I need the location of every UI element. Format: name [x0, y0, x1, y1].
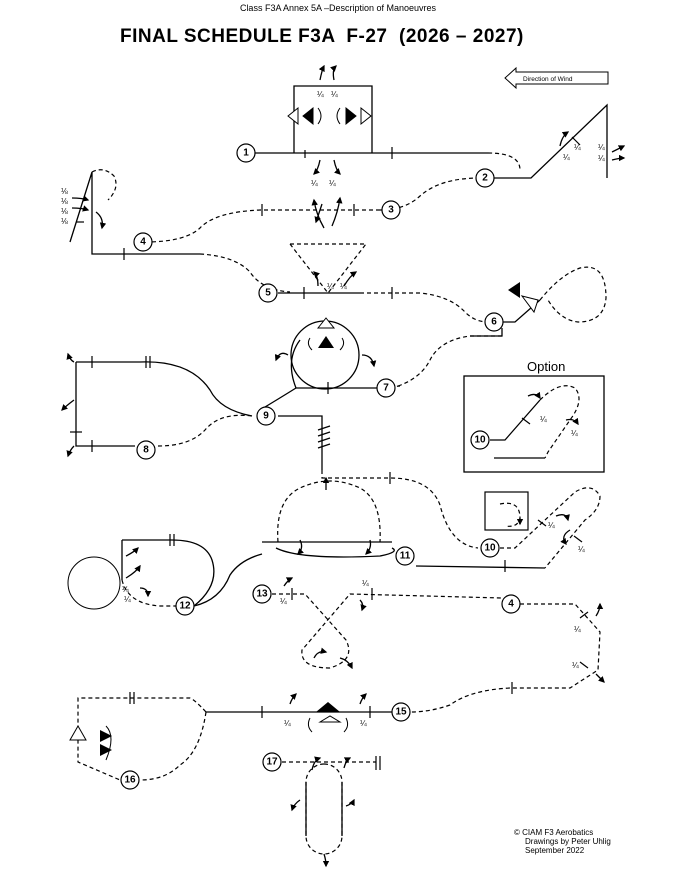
number-10-option-text: 10: [474, 435, 486, 446]
credits: © CIAM F3 Aerobatics Drawings by Peter U…: [514, 828, 611, 855]
option-label: Option: [527, 359, 565, 374]
frac-13a: ¼: [280, 597, 287, 606]
number-8: 8: [136, 440, 156, 460]
frac-12a: ¼: [124, 595, 131, 604]
number-5: 5: [258, 283, 278, 303]
number-17-text: 17: [266, 757, 278, 768]
frac-2d: ¼: [598, 154, 605, 163]
credit-line-1: © CIAM F3 Aerobatics: [514, 828, 594, 837]
number-7: 7: [376, 378, 396, 398]
manoeuvre-10-path: ¼ ¼: [415, 487, 601, 572]
number-8-text: 8: [143, 445, 149, 456]
frac-1a: ¼: [317, 90, 324, 99]
manoeuvre-12-path: ¼ ¼: [67, 534, 215, 610]
wind-label: Direction of Wind: [523, 76, 573, 83]
manoeuvre-numbers: 1 2 3 4 5 6 7 8 9 10 10 11 12 13 4 15 16…: [120, 143, 521, 790]
frac-4d: ⅛: [61, 217, 68, 226]
number-13: 13: [252, 584, 272, 604]
manoeuvre-1-path: ¼ ¼ ¼ ¼: [255, 64, 521, 188]
manoeuvre-3-path: [144, 196, 380, 243]
frac-opt-b: ¼: [571, 429, 578, 438]
number-4: 4: [133, 232, 153, 252]
frac-1c: ¼: [311, 179, 318, 188]
frac-15a: ¼: [284, 719, 291, 728]
frac-1b: ¼: [331, 90, 338, 99]
number-2: 2: [475, 168, 495, 188]
number-10-option: 10: [470, 430, 490, 450]
number-10-text: 10: [484, 543, 496, 554]
frac-4c: ⅛: [61, 207, 68, 216]
schedule-title: FINAL SCHEDULE F3A F-27 (2026 – 2027): [120, 26, 524, 47]
manoeuvre-2-path: ¼ ¼ ¼ ¼: [379, 103, 626, 211]
number-16: 16: [120, 770, 140, 790]
frac-10a: ¼: [548, 521, 555, 530]
frac-4a: ⅛: [61, 187, 68, 196]
number-4-text: 4: [140, 237, 146, 248]
number-9: 9: [256, 406, 276, 426]
number-15: 15: [391, 702, 411, 722]
number-15-text: 15: [395, 707, 407, 718]
frac-15b: ¼: [360, 719, 367, 728]
credit-line-2: Drawings by Peter Uhlig: [525, 837, 611, 846]
number-5-text: 5: [265, 288, 271, 299]
manoeuvre-9-path: [278, 415, 479, 549]
manoeuvre-8-path: [61, 352, 253, 458]
frac-2b: ¼: [563, 153, 570, 162]
number-1: 1: [236, 143, 256, 163]
manoeuvre-17-path: [282, 756, 381, 868]
document-header: Class F3A Annex 5A –Description of Manoe…: [239, 3, 437, 13]
frac-14b: ¼: [572, 661, 579, 670]
manoeuvre-7-path: [259, 317, 401, 411]
number-14: 4: [501, 594, 521, 614]
number-16-text: 16: [124, 775, 136, 786]
number-14-text: 4: [508, 599, 514, 610]
number-2-text: 2: [482, 173, 488, 184]
number-17: 17: [262, 752, 282, 772]
frac-12b: ¼: [122, 585, 129, 594]
number-12-text: 12: [179, 601, 191, 612]
wind-arrow: Direction of Wind: [504, 66, 609, 90]
frac-5a: ¼: [327, 282, 334, 291]
number-3: 3: [381, 200, 401, 220]
frac-2a: ¼: [574, 143, 581, 152]
number-13-text: 13: [256, 589, 268, 600]
manoeuvre-13-path: ¼ ¼: [272, 577, 503, 670]
frac-10b: ¼: [578, 545, 585, 554]
number-6-text: 6: [491, 317, 497, 328]
frac-opt-a: ¼: [540, 415, 547, 424]
frac-1d: ¼: [329, 179, 336, 188]
number-10: 10: [480, 538, 500, 558]
frac-2c: ¼: [598, 143, 605, 152]
number-3-text: 3: [388, 205, 394, 216]
manoeuvre-14-path: ¼ ¼: [409, 602, 605, 713]
manoeuvre-6-path: [391, 266, 607, 389]
number-1-text: 1: [243, 148, 249, 159]
number-9-text: 9: [263, 411, 269, 422]
number-12: 12: [175, 596, 195, 616]
number-6: 6: [484, 312, 504, 332]
number-7-text: 7: [383, 383, 389, 394]
frac-5b: ¼: [340, 282, 347, 291]
number-11-text: 11: [400, 551, 411, 562]
manoeuvre-11-path: [193, 476, 395, 607]
manoeuvre-16-path: [69, 692, 207, 781]
manoeuvre-4-left-path: ⅛ ⅛ ⅛ ⅛: [61, 169, 291, 293]
credit-line-3: September 2022: [525, 846, 585, 855]
option-box: Option ¼ ¼: [463, 359, 605, 473]
number-11: 11: [395, 546, 415, 566]
frac-13b: ¼: [362, 579, 369, 588]
manoeuvre-15-path: ¼ ¼: [206, 693, 392, 733]
frac-14a: ¼: [574, 625, 581, 634]
manoeuvre-5-path: ¼ ¼: [278, 243, 489, 323]
frac-4b: ⅛: [61, 197, 68, 206]
